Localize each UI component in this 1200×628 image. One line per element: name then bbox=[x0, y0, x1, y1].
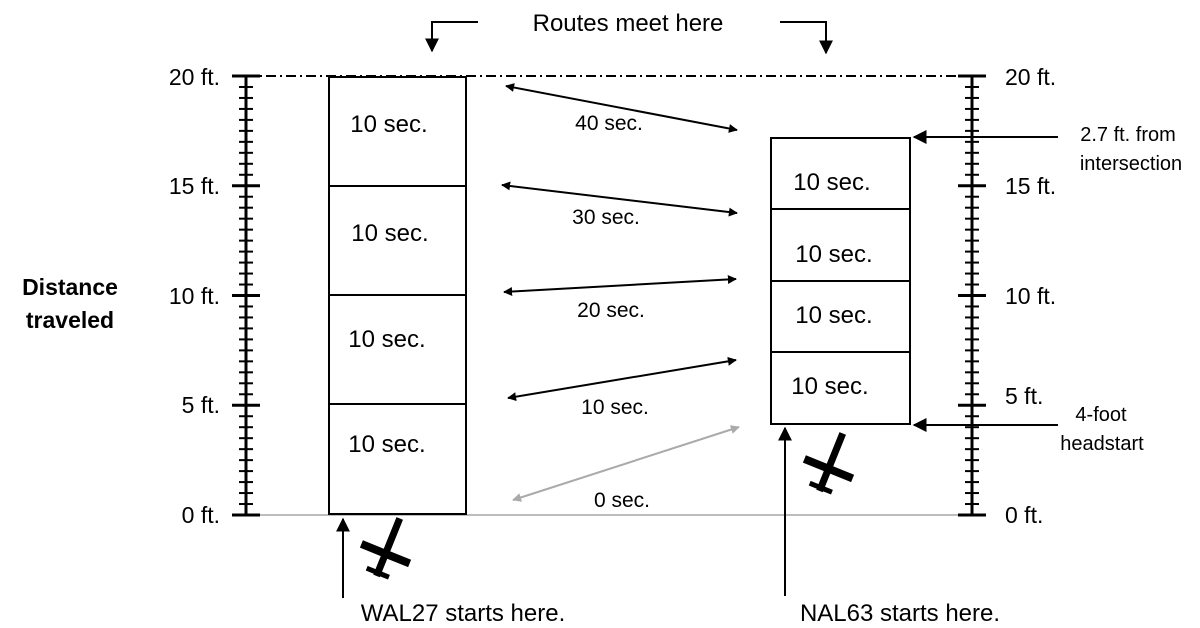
nal63-segment-2-label: 10 sec. bbox=[795, 302, 872, 329]
y-axis-label-line2: traveled bbox=[26, 307, 114, 333]
right-tick-0: 0 ft. bbox=[1005, 502, 1043, 528]
wal27-segment-4-label: 10 sec. bbox=[350, 111, 427, 138]
gap-arrow-40 bbox=[505, 83, 738, 133]
intersection-distance-label-2: intersection bbox=[1080, 153, 1182, 175]
headstart-label-1: 4-foot bbox=[1075, 404, 1127, 426]
y-axis-label-line1: Distance bbox=[22, 274, 118, 300]
wal27-column: 10 sec. 10 sec. 10 sec. 10 sec. bbox=[328, 76, 467, 515]
wal27-segment-1 bbox=[328, 403, 467, 515]
nal63-segment-1-label: 10 sec. bbox=[791, 373, 868, 400]
nal63-segment-3-label: 10 sec. bbox=[795, 241, 872, 268]
left-tick-15: 15 ft. bbox=[169, 173, 220, 199]
left-tick-10: 10 ft. bbox=[169, 283, 220, 309]
wal27-airplane-icon bbox=[359, 517, 412, 580]
gap-label-10: 10 sec. bbox=[581, 396, 649, 419]
nal63-airplane-icon bbox=[802, 432, 855, 495]
right-tick-5: 5 ft. bbox=[1005, 383, 1043, 409]
right-tick-10: 10 ft. bbox=[1005, 283, 1056, 309]
wal27-segment-1-label: 10 sec. bbox=[348, 431, 425, 458]
meet-arrow-right bbox=[780, 21, 833, 55]
wal27-segment-2-label: 10 sec. bbox=[348, 326, 425, 353]
left-tick-labels: 0 ft. 5 ft. 10 ft. 15 ft. 20 ft. bbox=[169, 64, 220, 528]
wal27-start-label: WAL27 starts here. bbox=[361, 600, 566, 627]
right-tick-15: 15 ft. bbox=[1005, 173, 1056, 199]
nal63-segment-4-label: 10 sec. bbox=[793, 169, 870, 196]
nal63-segment-4 bbox=[770, 137, 911, 210]
headstart-label-2: headstart bbox=[1060, 433, 1144, 455]
title: Routes meet here bbox=[533, 10, 724, 37]
gap-label-30: 30 sec. bbox=[572, 206, 640, 229]
intersection-distance-label-1: 2.7 ft. from bbox=[1080, 124, 1176, 146]
gap-label-0: 0 sec. bbox=[594, 489, 650, 512]
wal27-segment-4 bbox=[328, 76, 467, 187]
gap-arrow-10 bbox=[507, 356, 737, 402]
nal63-column: 10 sec. 10 sec. 10 sec. 10 sec. bbox=[770, 137, 911, 425]
left-tick-5: 5 ft. bbox=[182, 392, 220, 418]
left-tick-20: 20 ft. bbox=[169, 64, 220, 90]
left-tick-0: 0 ft. bbox=[182, 502, 220, 528]
right-axis bbox=[958, 74, 986, 517]
gap-arrow-20 bbox=[503, 274, 737, 297]
gap-arrow-30 bbox=[501, 181, 738, 217]
left-axis bbox=[232, 74, 260, 517]
right-tick-labels: 0 ft. 5 ft. 10 ft. 15 ft. 20 ft. bbox=[1005, 64, 1056, 528]
gap-arrow-0 bbox=[512, 425, 740, 502]
nal63-start-label: NAL63 starts here. bbox=[800, 600, 1000, 627]
gap-label-20: 20 sec. bbox=[577, 299, 645, 322]
gap-label-40: 40 sec. bbox=[575, 112, 643, 135]
wal27-segment-3-label: 10 sec. bbox=[351, 220, 428, 247]
meet-arrow-left bbox=[425, 21, 478, 53]
right-tick-20: 20 ft. bbox=[1005, 64, 1056, 90]
